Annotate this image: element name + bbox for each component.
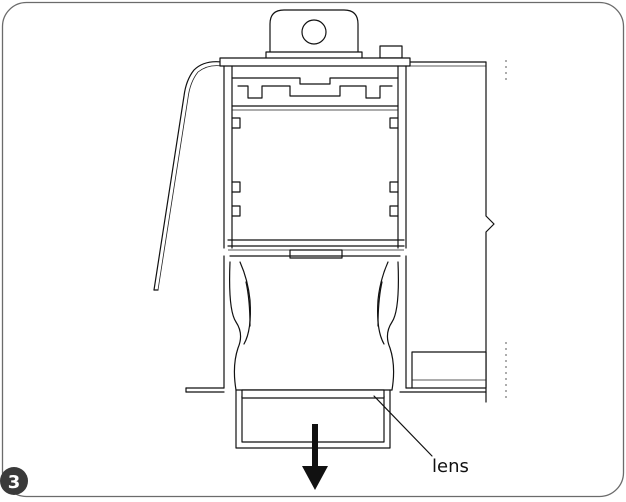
step-badge: 3: [0, 467, 28, 495]
step-number: 3: [8, 472, 21, 493]
extrusion-body: [219, 57, 411, 259]
lens-leader-line: [373, 395, 433, 457]
side-housing: [399, 60, 507, 403]
lens-callout-label: lens: [432, 456, 469, 477]
down-arrow-icon: [302, 424, 328, 490]
lens-housing: [185, 255, 413, 449]
lens: [241, 389, 385, 399]
safety-wire: [153, 61, 223, 291]
mounting-bracket: [265, 9, 403, 61]
